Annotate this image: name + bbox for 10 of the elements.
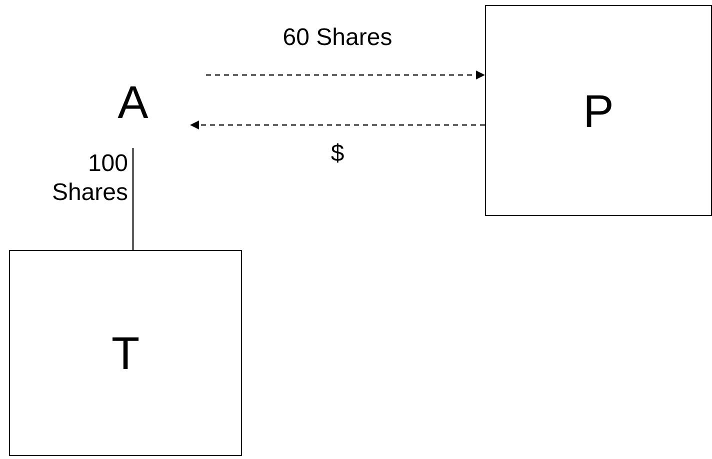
process-box: [485, 5, 712, 216]
node-text: A: [118, 78, 148, 124]
arrow: [206, 70, 485, 80]
node-text: P: [583, 88, 614, 134]
node-text: T: [111, 330, 140, 376]
process-box: [9, 250, 242, 456]
edge-label: 60 Shares: [282, 24, 394, 53]
edge-label: 100 Shares: [50, 150, 128, 208]
arrow: [190, 120, 485, 130]
edge-label: $: [330, 140, 346, 169]
